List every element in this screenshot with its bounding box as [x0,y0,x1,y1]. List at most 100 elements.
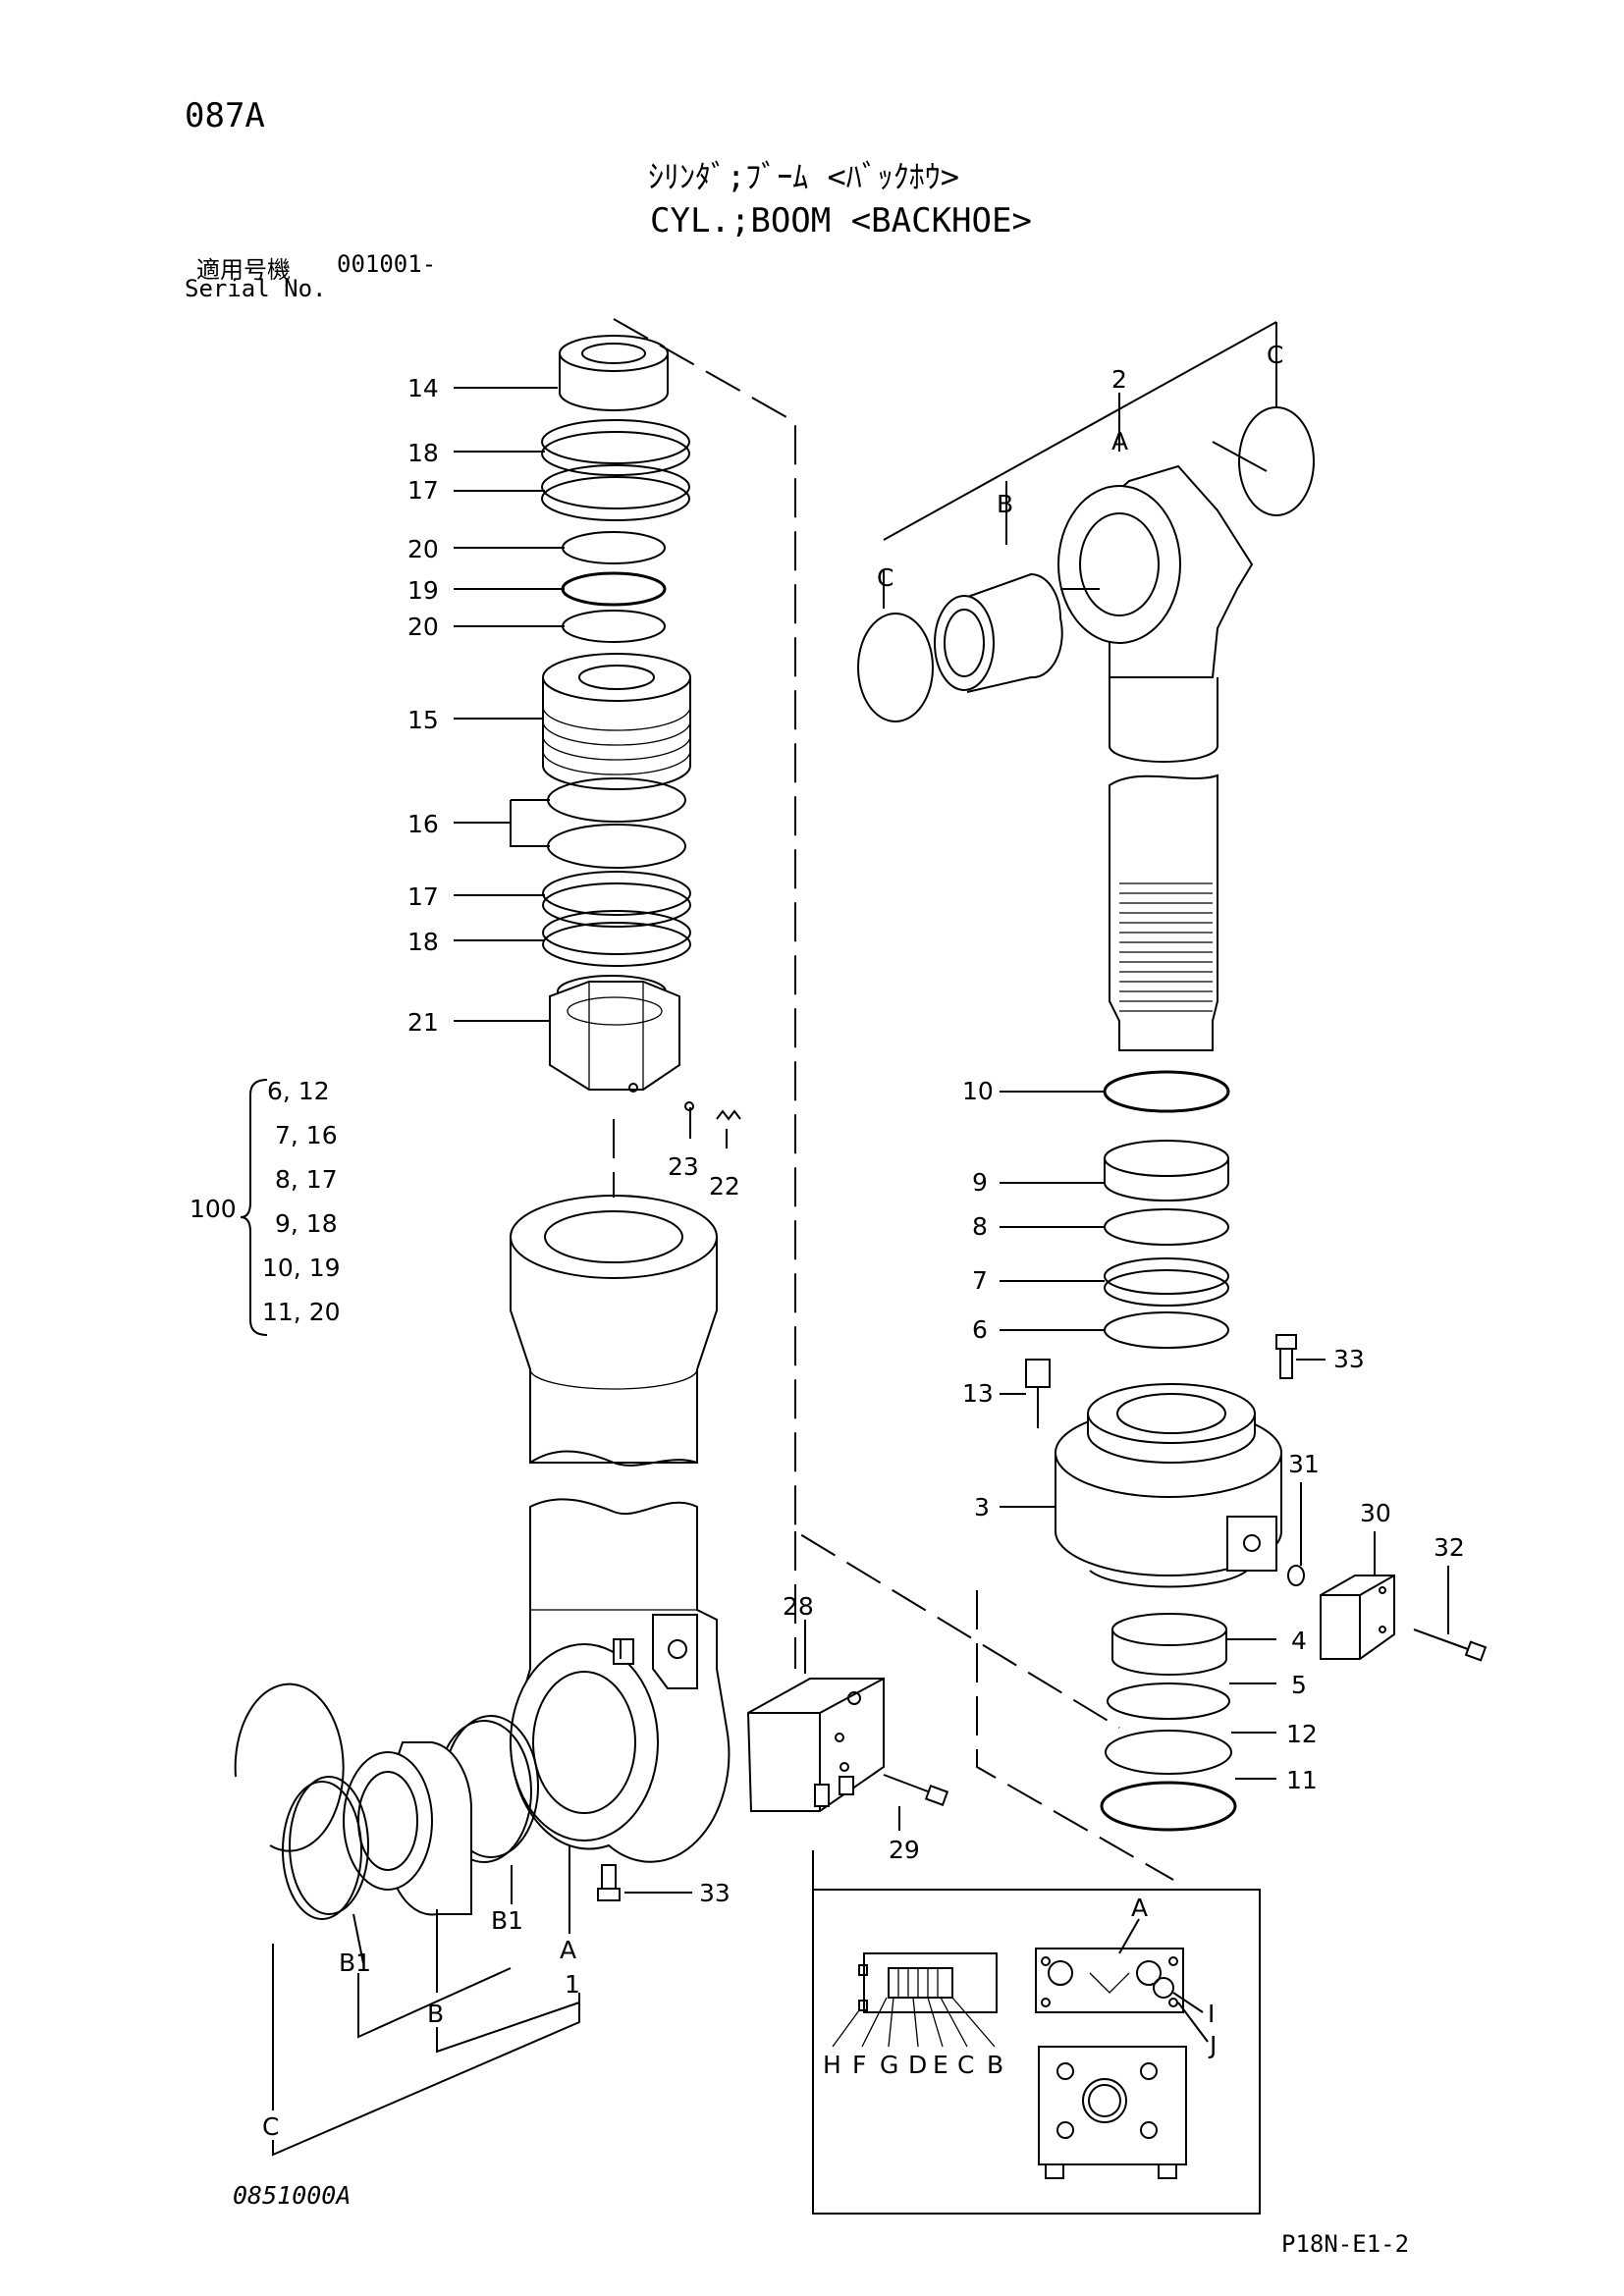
inset-letter-i: I [1208,2000,1215,2028]
label-part-5: 5 [1291,1671,1307,1699]
label-1: 1 [565,1970,580,1999]
label-c-left: C [262,2112,279,2141]
part-21-nut [549,975,680,1093]
detail-inset [812,1850,1261,2215]
label-b1-right: B1 [491,1906,523,1935]
label-part-8: 8 [972,1212,988,1241]
inset-top-view [1035,1918,1209,2043]
part-33-grease-fitting-left [597,1864,621,1901]
label-part-17-bottom: 17 [407,882,439,911]
inset-label-a: A [1131,1894,1148,1922]
part-14-bushing [559,335,669,411]
label-part-20-bottom: 20 [407,613,439,641]
right-assembly [857,406,1488,1832]
kit-100-label: 100 [189,1195,237,1223]
kit-row-2: 7, 16 [275,1121,338,1149]
part-15-piston [542,653,691,790]
part-13-bolt [1025,1359,1051,1428]
page-code: 087A [185,96,265,135]
label-part-2: 2 [1111,365,1127,394]
label-part-30: 30 [1360,1499,1391,1527]
assembly-center-lines [613,318,1174,1881]
label-b-right: B [997,490,1013,518]
part-28-valve-block [746,1678,885,1812]
kit-row-1: 6, 12 [267,1077,330,1105]
inset-letter-c: C [957,2051,974,2079]
serial-label-en: Serial No. [185,275,327,302]
part-3-rod-head [1055,1383,1282,1588]
serial-value: 001001- [337,250,437,278]
label-part-33-left: 33 [699,1879,731,1907]
label-part-20-top: 20 [407,535,439,563]
label-part-18-bottom: 18 [407,928,439,956]
label-part-33-right: 33 [1333,1345,1365,1373]
title-japanese: ｼﾘﾝﾀﾞ;ﾌﾞｰﾑ <ﾊﾞｯｸﾎｳ> [648,158,960,195]
part-31-oring [1287,1565,1305,1586]
label-part-13: 13 [962,1379,994,1408]
kit-row-4: 9, 18 [275,1209,338,1238]
label-part-10: 10 [962,1077,994,1105]
head-seal-rings [1103,1070,1230,1349]
title-english: CYL.;BOOM <BACKHOE> [650,201,1032,240]
kit-row-5: 10, 19 [262,1254,341,1282]
label-c-right-top: C [1267,341,1283,369]
label-part-22: 22 [709,1172,740,1201]
label-part-15: 15 [407,706,439,734]
label-part-14: 14 [407,374,439,402]
serial-label-jp: 適用号機 [196,256,291,284]
label-part-23: 23 [668,1152,699,1181]
label-part-28: 28 [783,1592,814,1621]
kit-100-brace [240,1079,268,1336]
seal-ring-c-left [857,613,934,722]
label-part-32: 32 [1434,1533,1465,1562]
cylinder-tube-eye [509,1498,731,1863]
part-30-block [1320,1575,1395,1660]
label-part-3: 3 [974,1493,990,1522]
part-17-18-lower-rings [542,871,691,967]
inset-letter-f: F [852,2051,866,2079]
valve-mount-boss [652,1614,698,1689]
lower-bushing-set [234,1682,539,1920]
label-part-12: 12 [1286,1720,1318,1748]
inset-labels: A H F G D E C B I J [823,1894,1217,2079]
label-b-left: B [427,2000,444,2028]
kit-100-labels: 100 6, 12 7, 16 8, 17 9, 18 10, 19 11, 2… [189,1077,341,1326]
part-33-grease-fitting-right [1275,1334,1297,1379]
part-32-bolt [1413,1629,1488,1662]
inset-letter-e: E [933,2051,948,2079]
left-leader-lines [272,387,900,2157]
label-part-16: 16 [407,810,439,838]
label-part-29: 29 [889,1836,920,1864]
label-part-11: 11 [1286,1766,1318,1794]
inset-letter-g: G [880,2051,898,2079]
part-29-bolt [883,1774,949,1806]
rod-head-flange [510,1195,718,1467]
label-part-9: 9 [972,1168,988,1197]
label-part-4: 4 [1291,1627,1307,1655]
label-part-31: 31 [1288,1450,1320,1478]
lower-head-rings [1100,1613,1237,1832]
label-c-right-left: C [877,563,893,592]
page-reference: P18N-E1-2 [1281,2230,1410,2258]
part-22-spring [716,1109,741,1121]
part-2-rod-eye [1057,464,1254,763]
piston-rod [1109,774,1218,1051]
rod-eye-bushing [934,572,1063,693]
inset-front-view [1038,2046,1187,2179]
inset-letter-h: H [823,2051,841,2079]
label-part-6: 6 [972,1315,988,1344]
label-part-18-top: 18 [407,439,439,467]
label-a-left: A [560,1936,576,1964]
label-b1-left: B1 [339,1949,371,1977]
label-part-19: 19 [407,576,439,605]
callout-labels-left: 14 18 17 20 19 20 15 16 17 18 21 23 22 2… [262,374,920,2141]
part-19-20-rings [561,531,667,643]
right-leader-lines [883,321,1449,1780]
left-assembly [234,335,949,1920]
part-16-rings [547,777,686,869]
label-part-17-top: 17 [407,476,439,505]
kit-row-3: 8, 17 [275,1165,338,1194]
inset-letter-b: B [987,2051,1003,2079]
